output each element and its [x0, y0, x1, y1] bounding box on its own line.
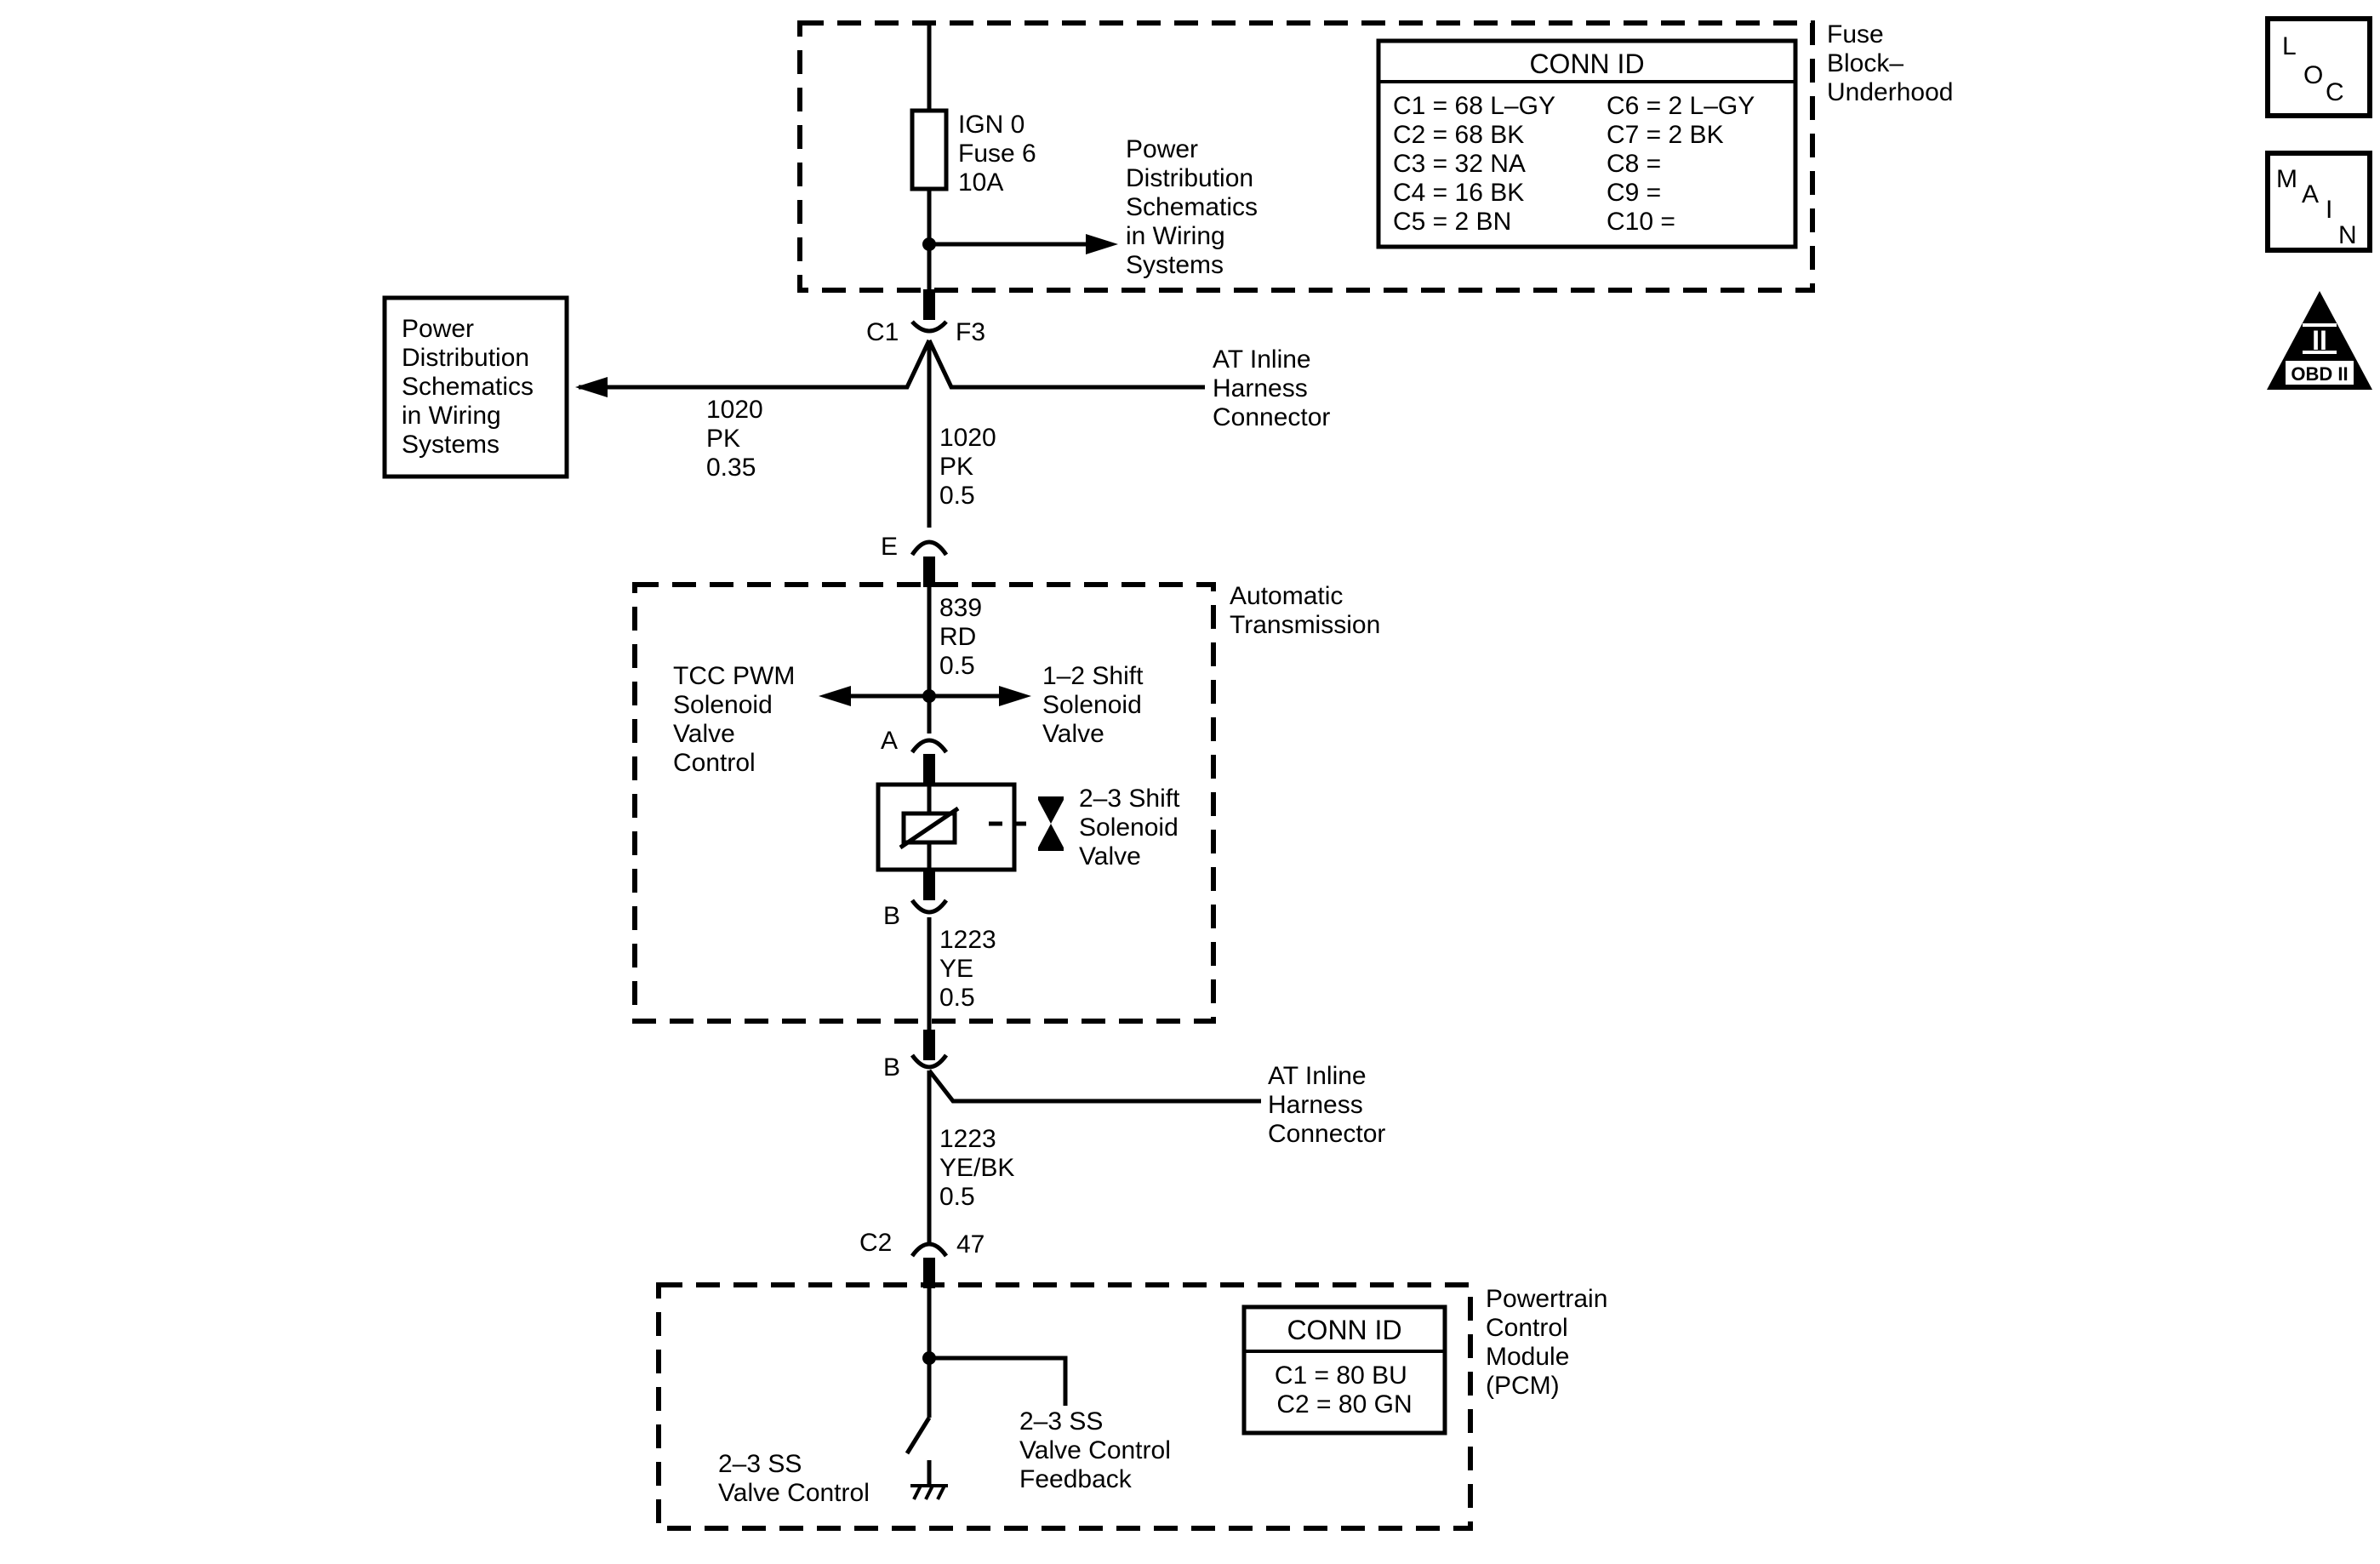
connector-pin-e: E — [881, 533, 898, 561]
at-inline-harness-bottom-label: AT Inline Harness Connector — [1268, 1062, 1385, 1148]
powertrain-control-module: Powertrain Control Module (PCM) 2–3 SS V… — [656, 1282, 1615, 1531]
main-button[interactable]: M A I N — [2265, 151, 2372, 253]
loc-button[interactable]: L O C — [2265, 16, 2372, 118]
connector-pin-f3: F3 — [956, 318, 985, 346]
connector-pin-b-inner: B — [883, 902, 900, 930]
conn-id-right-column: C6 = 2 L–GY C7 = 2 BK C8 = C9 = C10 = — [1607, 92, 1761, 236]
power-distribution-reference[interactable]: Power Distribution Schematics in Wiring … — [1126, 135, 1264, 279]
tcc-pwm-solenoid-reference[interactable]: TCC PWM Solenoid Valve Control — [673, 662, 802, 777]
connector-pin-47: 47 — [956, 1230, 985, 1259]
connector-a — [910, 738, 949, 754]
pcm-conn-id-table: CONN ID C1 = 80 BU C2 = 80 GN — [1241, 1304, 1447, 1436]
wire-label-839-rd: 839 RD 0.5 — [939, 594, 989, 680]
automatic-transmission: Automatic Transmission 839 RD 0.5 TCC PW… — [632, 582, 1380, 1038]
ground-icon — [910, 1484, 948, 1500]
transmission-boundary — [632, 582, 1216, 1024]
main-letter-m: M — [2276, 165, 2297, 193]
shift-23-solenoid — [876, 782, 1064, 872]
connector-pin-a: A — [881, 727, 898, 755]
switch-contact — [905, 1416, 932, 1455]
splice-wire-left — [579, 339, 932, 390]
pcm-boundary — [656, 1282, 1473, 1531]
arrow-right-icon — [1086, 234, 1118, 254]
connector-c1-f3: C1 F3 — [866, 318, 985, 346]
shift-12-solenoid-reference[interactable]: 1–2 Shift Solenoid Valve — [1042, 662, 1150, 748]
conn-id-title: CONN ID — [1287, 1315, 1401, 1345]
main-letter-a: A — [2302, 180, 2319, 208]
obd-ii-button[interactable]: II OBD II — [2267, 291, 2372, 390]
transmission-title: Automatic Transmission — [1230, 582, 1380, 639]
at-inline-harness-top-label: AT Inline Harness Connector — [1213, 345, 1330, 431]
arrow-left-icon — [575, 377, 608, 397]
connector-e: E — [881, 533, 949, 587]
conn-id-title: CONN ID — [1529, 49, 1644, 79]
wire-label-1223-ye-bk: 1223 YE/BK 0.5 — [939, 1125, 1022, 1211]
wire-label-1020-pk-05: 1020 PK 0.5 — [939, 424, 1003, 510]
connector-c2-47: C2 47 — [859, 1229, 985, 1288]
main-letter-n: N — [2338, 221, 2357, 249]
connector-b-inner — [910, 899, 949, 915]
shift-23-solenoid-label: 2–3 Shift Solenoid Valve — [1079, 785, 1187, 870]
loc-letter-c: C — [2326, 78, 2344, 106]
main-letter-i: I — [2326, 196, 2332, 224]
fuse-block-underhood: Fuse Block– Underhood IGN 0 Fuse 6 10A P… — [797, 20, 1953, 293]
valve-icon — [1038, 824, 1064, 848]
fuse-block-conn-id-table: CONN ID C1 = 68 L–GY C2 = 68 BK C3 = 32 … — [1376, 38, 1798, 249]
valve-icon — [1038, 800, 1064, 824]
wire-label-1223-ye: 1223 YE 0.5 — [939, 926, 1003, 1012]
conn-id-left-column: C1 = 68 L–GY C2 = 68 BK C3 = 32 NA C4 = … — [1393, 92, 1562, 236]
arrow-left-icon — [819, 686, 851, 706]
valve-control-feedback-label: 2–3 SS Valve Control Feedback — [1019, 1407, 1178, 1493]
svg-text:Power Distribution: Power Distribution Schematics in Wiring … — [402, 315, 540, 459]
loc-letter-l: L — [2282, 32, 2297, 60]
feedback-wire — [929, 1356, 1068, 1406]
valve-control-label: 2–3 SS Valve Control — [718, 1450, 870, 1507]
connector-pin-b-inline: B — [883, 1053, 900, 1082]
connector-pin-c1: C1 — [866, 318, 899, 346]
loc-letter-o: O — [2303, 61, 2323, 89]
obd-ii-numeral: II — [2312, 325, 2327, 356]
pcm-title: Powertrain Control Module (PCM) — [1486, 1285, 1615, 1400]
wire-label-1020-pk-035: 1020 PK 0.35 — [706, 396, 770, 482]
power-distribution-box[interactable]: Power Distribution Schematics in Wiring … — [382, 295, 569, 479]
connector-pin-c2: C2 — [859, 1229, 892, 1257]
fuse-block-boundary — [797, 20, 1815, 293]
at-inline-connector-b: B AT Inline Harness Connector — [883, 1030, 1385, 1148]
splice-wire-right — [927, 339, 1205, 390]
arrow-right-icon — [999, 686, 1031, 706]
fuse-label: IGN 0 Fuse 6 10A — [958, 111, 1043, 197]
fuse-symbol — [910, 108, 949, 191]
fuse-block-title: Fuse Block– Underhood — [1827, 20, 1953, 106]
pcm-conn-id-rows: C1 = 80 BU C2 = 80 GN — [1275, 1361, 1414, 1418]
splice-dot — [922, 689, 936, 703]
obd-ii-label: OBD II — [2291, 363, 2348, 385]
